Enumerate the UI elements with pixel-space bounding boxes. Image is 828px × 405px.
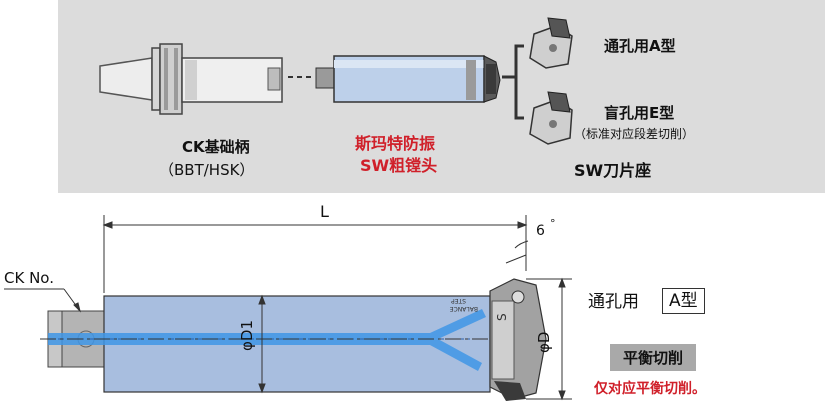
head-engraving-s: S <box>495 313 509 321</box>
dimension-l-label: L <box>320 202 329 221</box>
tiny-text-step: STEP <box>451 297 466 304</box>
dimension-l <box>102 215 528 293</box>
option-bracket <box>502 44 524 120</box>
top-illustration <box>99 17 573 145</box>
dimension-d1 <box>258 294 266 394</box>
phi-d1-label: φD1 <box>238 320 256 351</box>
insert-seat-a-image <box>529 17 573 69</box>
ck-no-leader <box>4 288 81 313</box>
technical-drawing: L 6 ° CK No. φD1 φD S STEP BALANCE <box>4 202 572 401</box>
angle-value: 6 <box>536 223 545 239</box>
insert-seat-title: SW刀片座 <box>574 161 652 180</box>
insert-seat-head <box>489 278 547 401</box>
angle-indicator <box>505 240 529 264</box>
boring-head-image <box>315 55 501 103</box>
dimension-d <box>526 277 572 401</box>
type-e-note: （标准对应段差切削） <box>574 127 695 141</box>
ck-shank-image <box>99 43 283 115</box>
type-a-boxed-label: A型 <box>662 288 705 314</box>
phi-d-label: φD <box>535 332 553 353</box>
angle-unit: ° <box>550 217 556 230</box>
boring-head-name-line1: 斯玛特防振 <box>355 134 436 153</box>
boring-head-name-line2: SW粗镗头 <box>360 156 438 175</box>
ck-shank-subtitle: （BBT/HSK） <box>159 161 255 179</box>
type-prefix-label: 通孔用 <box>588 292 639 312</box>
type-e-label: 盲孔用E型 <box>604 104 675 122</box>
tiny-text-balance: BALANCE <box>450 305 478 312</box>
balance-cutting-note: 仅对应平衡切削。 <box>594 381 706 397</box>
insert-seat-e-image <box>529 91 573 145</box>
ck-shank-title: CK基础柄 <box>182 138 250 156</box>
ck-no-label: CK No. <box>4 269 54 287</box>
type-a-label: 通孔用A型 <box>604 37 676 55</box>
balance-cutting-badge: 平衡切削 <box>610 344 697 371</box>
